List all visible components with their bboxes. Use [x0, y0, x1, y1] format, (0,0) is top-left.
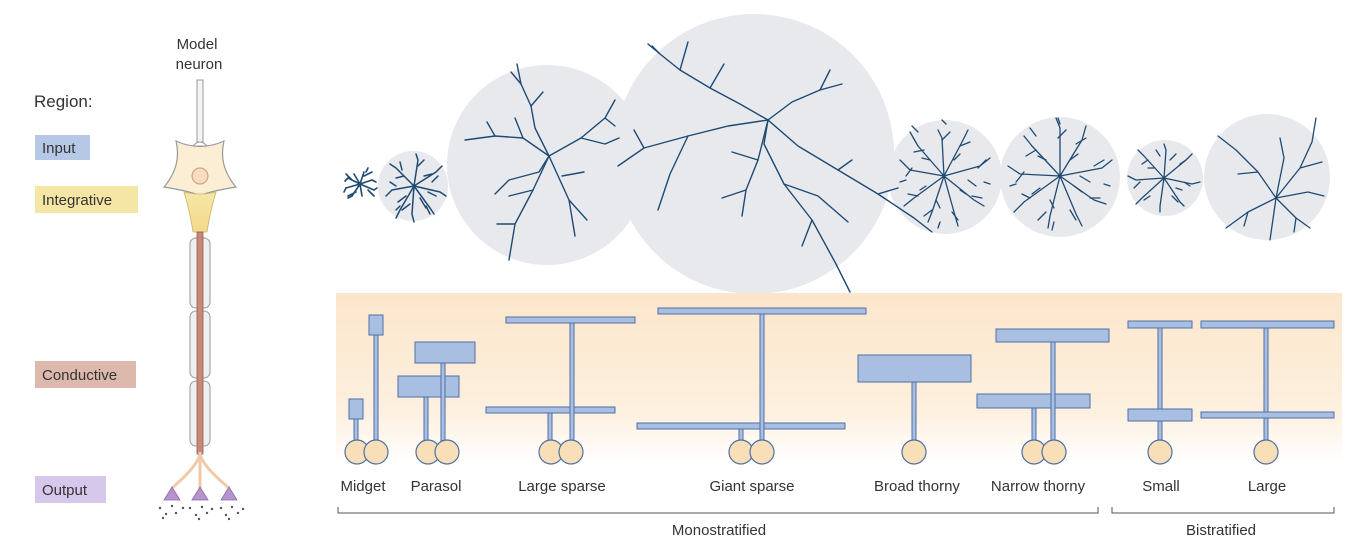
stratum-layer [368, 314, 384, 336]
stratum-layer [1127, 408, 1193, 422]
stratum-layer [397, 375, 460, 398]
myelinated-axon [189, 231, 211, 455]
soma-icon [558, 439, 584, 465]
input-dendrite [196, 79, 204, 143]
bistratified-bracket [1111, 507, 1335, 514]
monostratified-label: Monostratified [672, 522, 766, 539]
synaptic-bouton-icon [163, 486, 181, 501]
axon-hillock [183, 191, 217, 233]
small-bistratified-stratification [1127, 320, 1193, 465]
model-neuron-label-line2: neuron [176, 56, 223, 73]
parasol-stratification [397, 341, 476, 465]
stratum-layer [348, 398, 364, 420]
input-region-label: Input [42, 140, 76, 157]
parasol-cell-morphology [385, 153, 447, 223]
cell-label-giant-sparse: Giant sparse [709, 478, 794, 495]
midget-cell-morphology [343, 167, 378, 199]
stratum-layer [1127, 320, 1193, 329]
stratum-layer [1200, 411, 1335, 419]
model-neuron: Model neuron [158, 36, 245, 521]
cell-label-midget: Midget [340, 478, 386, 495]
cell-label-large: Large [1248, 478, 1286, 495]
cell-label-small: Small [1142, 478, 1180, 495]
integrative-region-swatch [35, 186, 138, 213]
bistratified-label: Bistratified [1186, 522, 1256, 539]
model-neuron-label-line1: Model [177, 36, 218, 53]
conductive-region-label: Conductive [42, 367, 117, 384]
nucleus-icon [191, 167, 209, 185]
output-region-label: Output [42, 482, 88, 499]
soma-icon [1253, 439, 1279, 465]
cell-label-broad-thorny: Broad thorny [874, 478, 960, 495]
large-bistratified-stratification [1200, 320, 1335, 465]
conductive-region-swatch [35, 361, 136, 388]
large-sparse-stratification [485, 316, 636, 465]
output-region-swatch [35, 476, 106, 503]
integrative-region-label: Integrative [42, 192, 112, 209]
stratum-layer [485, 406, 616, 414]
soma-icon [901, 439, 927, 465]
stratum-layer [414, 341, 476, 364]
soma-icon [363, 439, 389, 465]
midget-stratification [344, 314, 389, 465]
stratification-band [336, 293, 1342, 463]
stratum-layer [857, 354, 972, 383]
cell-label-narrow-thorny: Narrow thorny [991, 478, 1086, 495]
cell-label-parasol: Parasol [411, 478, 462, 495]
neurotransmitter-dots [158, 504, 245, 521]
stratum-layer [657, 307, 867, 315]
broad-thorny-stratification [857, 354, 972, 465]
stratum-layer [1200, 320, 1335, 329]
giant-sparse-cell-morphology [617, 41, 933, 293]
synaptic-bouton-icon [191, 486, 209, 501]
stratum-layer [505, 316, 636, 324]
soma-icon [1041, 439, 1067, 465]
large-bistratified-cell-morphology [1217, 117, 1325, 241]
narrow-thorny-cell-morphology [1007, 117, 1113, 231]
axon-terminals [158, 451, 245, 521]
giant-sparse-stratification [636, 307, 867, 465]
soma-icon [749, 439, 775, 465]
synaptic-bouton-icon [220, 486, 238, 501]
soma-icon [434, 439, 460, 465]
stratum-layer [636, 422, 846, 430]
monostratified-bracket [337, 507, 1099, 514]
region-title: Region: [34, 92, 93, 111]
narrow-thorny-stratification [976, 328, 1110, 465]
stratum-layer [995, 328, 1110, 343]
dendrite-terminal-icon [191, 141, 209, 147]
stratum-layer [976, 393, 1091, 409]
input-region-swatch [35, 135, 90, 160]
large-sparse-cell-morphology [464, 63, 620, 261]
cell-label-large-sparse: Large sparse [518, 478, 606, 495]
small-bistratified-cell-morphology [1127, 143, 1201, 213]
broad-thorny-cell-morphology [899, 119, 991, 229]
soma-icon [1147, 439, 1173, 465]
dendritic-fields [378, 14, 1330, 294]
